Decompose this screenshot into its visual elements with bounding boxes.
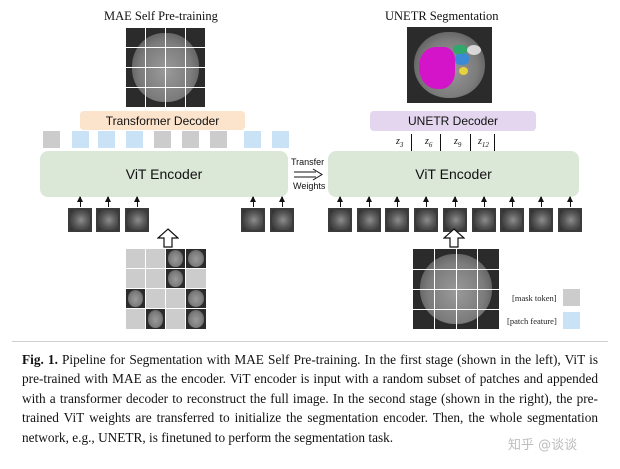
left-vit-encoder: ViT Encoder — [40, 151, 288, 197]
input-patch — [241, 208, 265, 232]
segmentation-ct-image — [407, 27, 492, 103]
left-title: MAE Self Pre-training — [104, 9, 218, 23]
organ-mask-yellow — [459, 67, 468, 75]
unetr-decoder: UNETR Decoder — [370, 111, 536, 131]
watermark: 知乎 @谈谈 — [508, 438, 578, 453]
organ-mask-white — [467, 45, 481, 55]
organ-mask-blue — [455, 53, 469, 65]
skip-label-z12: z12 — [478, 136, 489, 149]
caption-label: Fig. 1. — [22, 352, 58, 367]
input-patch — [68, 208, 92, 232]
legend-mask-label: [mask token] — [512, 293, 557, 303]
figure-caption: Fig. 1. Pipeline for Segmentation with M… — [22, 350, 598, 447]
liver-mask — [419, 47, 455, 89]
input-patch — [96, 208, 120, 232]
skip-line — [470, 134, 471, 152]
patch-feature-token — [126, 131, 143, 148]
transfer-weights-label: Transfer — [291, 157, 325, 167]
mask-token — [182, 131, 199, 148]
caption-text: Pipeline for Segmentation with MAE Self … — [22, 352, 598, 445]
transfer-weights-label-2: Weights — [293, 181, 326, 191]
skip-label-z6: z6 — [425, 136, 433, 149]
hollow-up-arrow-icon — [157, 228, 179, 248]
legend-patch-swatch — [563, 312, 580, 329]
right-vit-encoder: ViT Encoder — [328, 151, 579, 197]
mask-token — [154, 131, 171, 148]
full-input-ct-image — [413, 249, 499, 329]
skip-line — [411, 134, 412, 152]
masked-input-grid — [126, 249, 206, 329]
legend-patch-label: [patch feature] — [507, 316, 557, 326]
patch-feature-token — [98, 131, 115, 148]
mask-token — [210, 131, 227, 148]
legend-mask-swatch — [563, 289, 580, 306]
reconstructed-ct-image — [126, 28, 205, 107]
input-patch — [125, 208, 149, 232]
patch-feature-token — [72, 131, 89, 148]
skip-line — [440, 134, 441, 152]
input-patch — [270, 208, 294, 232]
skip-line — [494, 134, 495, 152]
skip-label-z9: z9 — [454, 136, 462, 149]
mask-token — [43, 131, 60, 148]
right-title: UNETR Segmentation — [385, 9, 499, 23]
patch-feature-token — [244, 131, 261, 148]
skip-label-z3: z3 — [396, 136, 404, 149]
figure-divider — [12, 341, 608, 342]
transformer-decoder: Transformer Decoder — [80, 111, 245, 130]
hollow-up-arrow-icon — [443, 228, 465, 248]
organ-mask-green — [453, 45, 467, 54]
patch-feature-token — [272, 131, 289, 148]
transfer-arrow-icon — [294, 168, 323, 181]
